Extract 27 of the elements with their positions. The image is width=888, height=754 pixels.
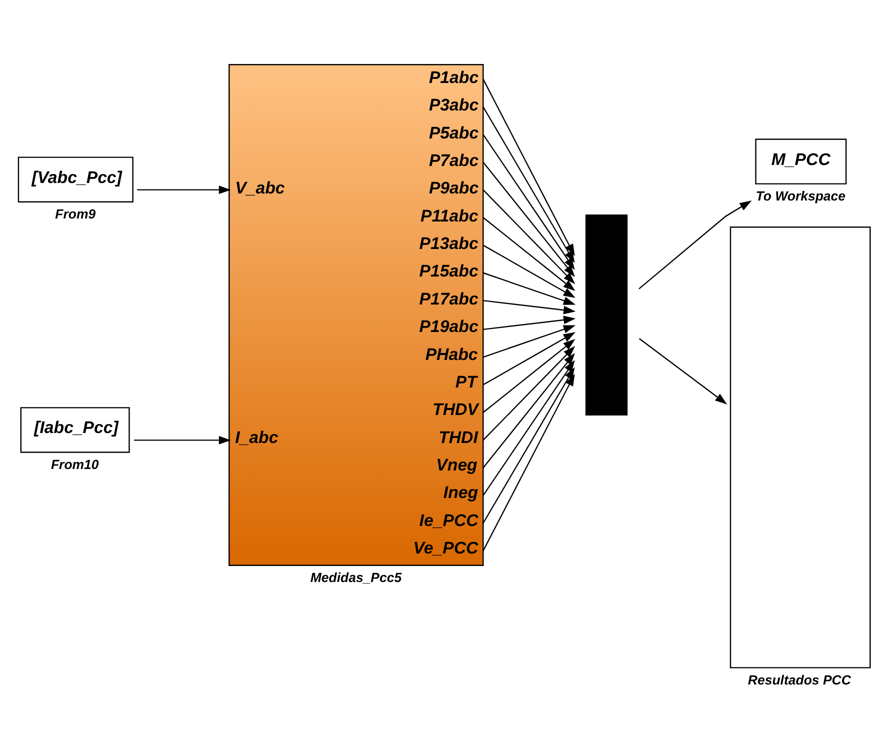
arrow bbox=[482, 134, 575, 270]
arrow bbox=[482, 367, 575, 524]
arrow bbox=[482, 360, 575, 496]
arrow bbox=[482, 352, 575, 468]
node-label: Medidas_Pcc5 bbox=[310, 570, 402, 585]
arrow bbox=[482, 332, 576, 386]
arrow bbox=[638, 200, 752, 290]
node-label: From10 bbox=[50, 456, 99, 472]
arrow bbox=[482, 78, 575, 256]
arrow bbox=[483, 300, 576, 314]
arrow bbox=[483, 316, 576, 330]
node-label: To Workspace bbox=[756, 188, 846, 204]
node-label: Resultados PCC bbox=[748, 672, 851, 688]
arrow bbox=[482, 162, 575, 278]
node-label: From9 bbox=[55, 206, 96, 222]
arrow bbox=[482, 374, 575, 552]
arrow bbox=[482, 272, 576, 305]
arrow bbox=[482, 217, 576, 292]
arrow bbox=[137, 186, 231, 194]
arrow bbox=[482, 325, 576, 358]
arrow bbox=[482, 244, 576, 298]
arrow bbox=[638, 338, 728, 404]
arrow bbox=[482, 346, 576, 441]
arrow bbox=[482, 189, 576, 284]
arrow bbox=[482, 106, 575, 263]
arrow bbox=[134, 436, 231, 444]
arrow bbox=[482, 338, 576, 413]
